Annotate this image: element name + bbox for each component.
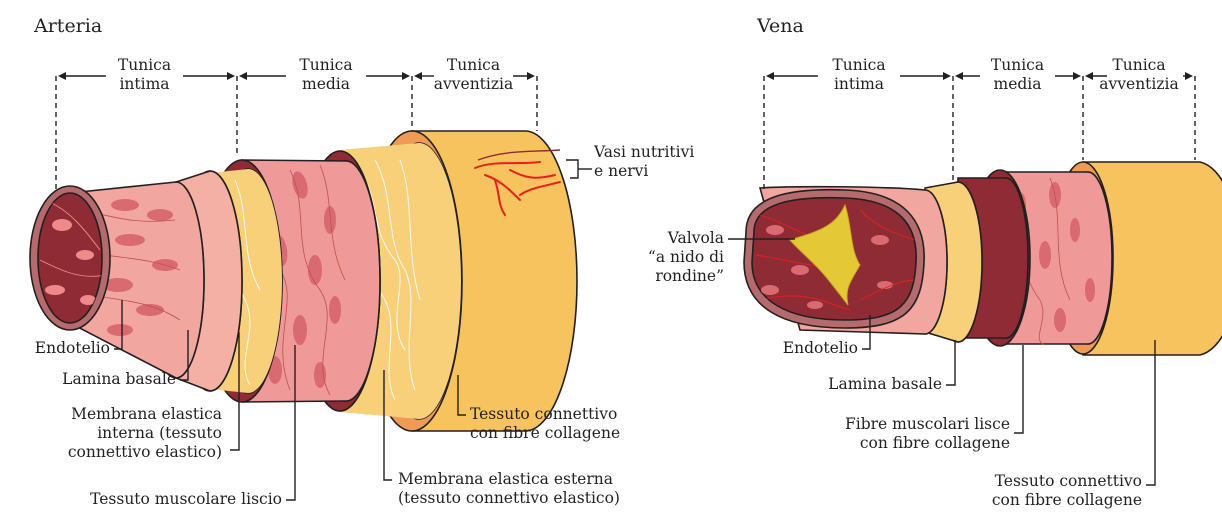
artery-label-external-elastic: Membrana elastica esterna (tessuto conne… bbox=[398, 470, 620, 508]
artery-tunica-intima: Tunica intima bbox=[106, 56, 183, 94]
artery-tunica-media: Tunica media bbox=[286, 56, 366, 94]
vein-figure bbox=[744, 162, 1222, 355]
artery-tunica-avventizia: Tunica avventizia bbox=[428, 56, 519, 94]
artery-title: Arteria bbox=[34, 15, 102, 37]
artery-label-internal-elastic: Membrana elastica interna (tessuto conne… bbox=[10, 405, 222, 462]
artery-label-basal-lamina: Lamina basale bbox=[10, 370, 176, 389]
vein-tunica-intima: Tunica intima bbox=[818, 56, 900, 94]
artery-label-connective: Tessuto connettivo con fibre collagene bbox=[470, 405, 620, 443]
vein-label-endothelium: Endotelio bbox=[740, 339, 858, 358]
artery-label-endothelium: Endotelio bbox=[10, 339, 110, 358]
vein-tunica-media: Tunica media bbox=[980, 56, 1055, 94]
vein-label-valve: Valvola “a nido di rondine” bbox=[610, 229, 724, 286]
vein-label-muscle-fibers: Fibre muscolari lisce con fibre collagen… bbox=[760, 415, 1010, 453]
vein-title: Vena bbox=[757, 15, 804, 37]
artery-label-vessels: Vasi nutritivi e nervi bbox=[594, 143, 694, 181]
vein-label-basal-lamina: Lamina basale bbox=[740, 375, 942, 394]
vein-tunica-avventizia: Tunica avventizia bbox=[1093, 56, 1185, 94]
vein-label-connective: Tessuto connettivo con fibre collagene bbox=[900, 472, 1142, 510]
artery-label-smooth-muscle: Tessuto muscolare liscio bbox=[10, 490, 282, 509]
